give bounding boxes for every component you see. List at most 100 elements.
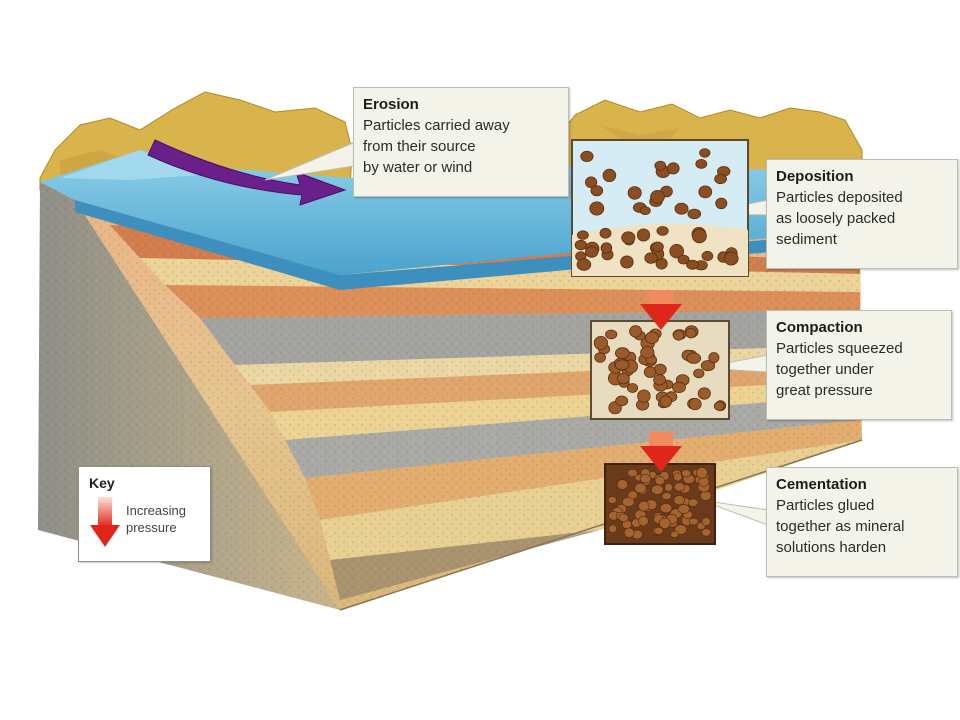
sediment-grain <box>699 148 711 158</box>
sediment-grain <box>627 468 638 478</box>
sediment-grain <box>701 528 712 537</box>
deposition-text: as loosely packed <box>776 210 896 227</box>
sediment-grain <box>636 228 651 242</box>
sediment-grain <box>574 239 588 251</box>
sediment-grain <box>643 366 657 378</box>
sediment-grain <box>580 150 594 162</box>
sediment-grain <box>616 479 629 490</box>
sediment-grain <box>695 158 708 169</box>
sediment-grain <box>639 474 652 484</box>
sediment-grain <box>698 185 713 199</box>
deposition-inset <box>571 139 749 277</box>
sediment-grain <box>664 483 673 492</box>
sediment-grain <box>686 259 699 270</box>
deposition-title: Deposition <box>776 168 854 185</box>
sediment-grain <box>634 482 647 494</box>
sediment-grain <box>653 526 664 535</box>
sediment-grain <box>697 387 711 400</box>
down-arrow-icon <box>640 290 682 330</box>
sediment-grain <box>699 490 712 501</box>
key-label-line: Increasing <box>126 503 186 518</box>
sediment-grain <box>659 503 673 514</box>
sediment-grain <box>650 190 665 204</box>
down-arrow-icon <box>640 432 682 472</box>
cementation-inset <box>604 463 716 545</box>
sediment-grain <box>602 168 617 182</box>
sediment-grain <box>594 352 606 363</box>
deposition-text: Particles deposited <box>776 189 903 206</box>
erosion-title: Erosion <box>363 96 419 113</box>
sediment-grain <box>654 476 666 486</box>
sediment-grain <box>638 515 649 527</box>
compaction-text: Particles squeezed <box>776 340 903 357</box>
sediment-grain <box>672 381 686 393</box>
sediment-grain <box>615 347 630 359</box>
erosion-text: from their source <box>363 138 476 155</box>
sediment-grain <box>687 498 699 507</box>
sediment-grain <box>621 231 636 245</box>
sediment-grain <box>693 368 705 379</box>
sediment-grain <box>659 395 672 408</box>
sediment-grain <box>589 201 605 216</box>
sediment-grain <box>708 352 720 364</box>
sediment-grain <box>617 372 630 385</box>
sediment-grain <box>669 243 684 259</box>
erosion-callout: Erosion Particles carried away from thei… <box>353 87 569 197</box>
sediment-grain <box>576 258 592 271</box>
erosion-text: by water or wind <box>363 159 473 176</box>
sediment-grain <box>627 490 638 500</box>
sediment-grain <box>656 226 669 236</box>
sediment-grain <box>638 500 650 512</box>
legend-key: Key Increasing pressure <box>78 466 211 562</box>
sediment-grain <box>607 496 617 504</box>
sediment-grain <box>673 482 686 492</box>
sediment-grain <box>637 389 651 403</box>
sediment-grain <box>686 352 702 364</box>
sediment-grain <box>620 255 634 269</box>
sediment-grain <box>701 250 714 262</box>
sediment-grain <box>653 374 666 386</box>
sediment-grain <box>701 517 711 527</box>
sediment-grain <box>584 176 598 189</box>
key-title: Key <box>89 475 115 491</box>
sediment-grain <box>692 228 707 244</box>
cementation-title: Cementation <box>776 476 867 493</box>
sediment-grain <box>639 206 651 216</box>
sediment-grain <box>661 492 672 500</box>
sediment-grain <box>651 484 664 495</box>
cementation-text: Particles glued <box>776 497 875 514</box>
sediment-grain <box>618 513 629 523</box>
sediment-grain <box>714 173 727 185</box>
cementation-text: solutions harden <box>776 539 887 556</box>
sediment-grain <box>608 524 618 534</box>
sediment-grain <box>651 241 664 253</box>
sediment-grain <box>627 186 642 200</box>
sediment-grain <box>615 395 629 407</box>
down-arrow-icon <box>90 497 120 547</box>
sediment-grain <box>654 160 667 171</box>
sediment-grain <box>700 360 716 372</box>
compaction-callout: Compaction Particles squeezed together u… <box>766 310 952 420</box>
sediment-grain <box>688 397 702 411</box>
sediment-grain <box>640 346 655 359</box>
compaction-text: together under <box>776 361 874 378</box>
sediment-grain <box>688 517 699 526</box>
sediment-grain <box>677 504 690 514</box>
sediment-grain <box>673 472 683 482</box>
deposition-callout: Deposition Particles deposited as loosel… <box>766 159 958 269</box>
sediment-grain <box>696 466 708 479</box>
sediment-grain <box>593 335 609 350</box>
sediment-grain <box>670 530 679 539</box>
sediment-grain <box>681 469 692 478</box>
cementation-callout: Cementation Particles glued together as … <box>766 467 958 577</box>
sediment-grain <box>600 242 613 254</box>
sediment-grain <box>629 325 643 338</box>
sediment-grain <box>627 383 639 393</box>
sediment-grain <box>590 185 604 197</box>
compaction-text: great pressure <box>776 382 873 399</box>
sediment-grain <box>713 401 725 411</box>
deposition-text: sediment <box>776 231 837 248</box>
sediment-grain <box>614 359 630 371</box>
sediment-grain <box>687 208 702 220</box>
